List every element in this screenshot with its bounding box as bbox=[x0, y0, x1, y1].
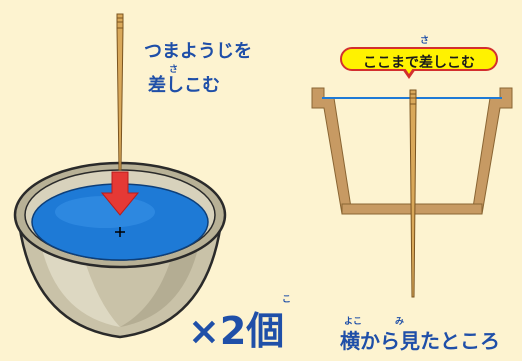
center-cross-icon bbox=[115, 227, 125, 237]
down-arrow-icon bbox=[100, 171, 140, 216]
toothpick-side-icon bbox=[409, 89, 417, 298]
toothpick-icon bbox=[116, 13, 124, 171]
side-view-ruby-yoko: よこ bbox=[344, 317, 363, 327]
insert-depth-bubble: ここまで差しこむ bbox=[340, 47, 498, 71]
side-view-label: 横から見たところ bbox=[340, 329, 500, 353]
instruction-line1: つまようじを bbox=[144, 41, 252, 62]
bubble-ruby: さ bbox=[420, 36, 430, 46]
bubble-tail bbox=[402, 69, 416, 79]
bubble-text: ここまで差しこむ bbox=[363, 55, 475, 71]
count-label: ×2個 bbox=[188, 309, 285, 353]
side-view-ruby-mi: み bbox=[395, 317, 405, 327]
count-ruby: こ bbox=[282, 295, 292, 305]
instruction-ruby: さ bbox=[169, 65, 179, 75]
instruction-line2: 差しこむ bbox=[148, 75, 220, 96]
